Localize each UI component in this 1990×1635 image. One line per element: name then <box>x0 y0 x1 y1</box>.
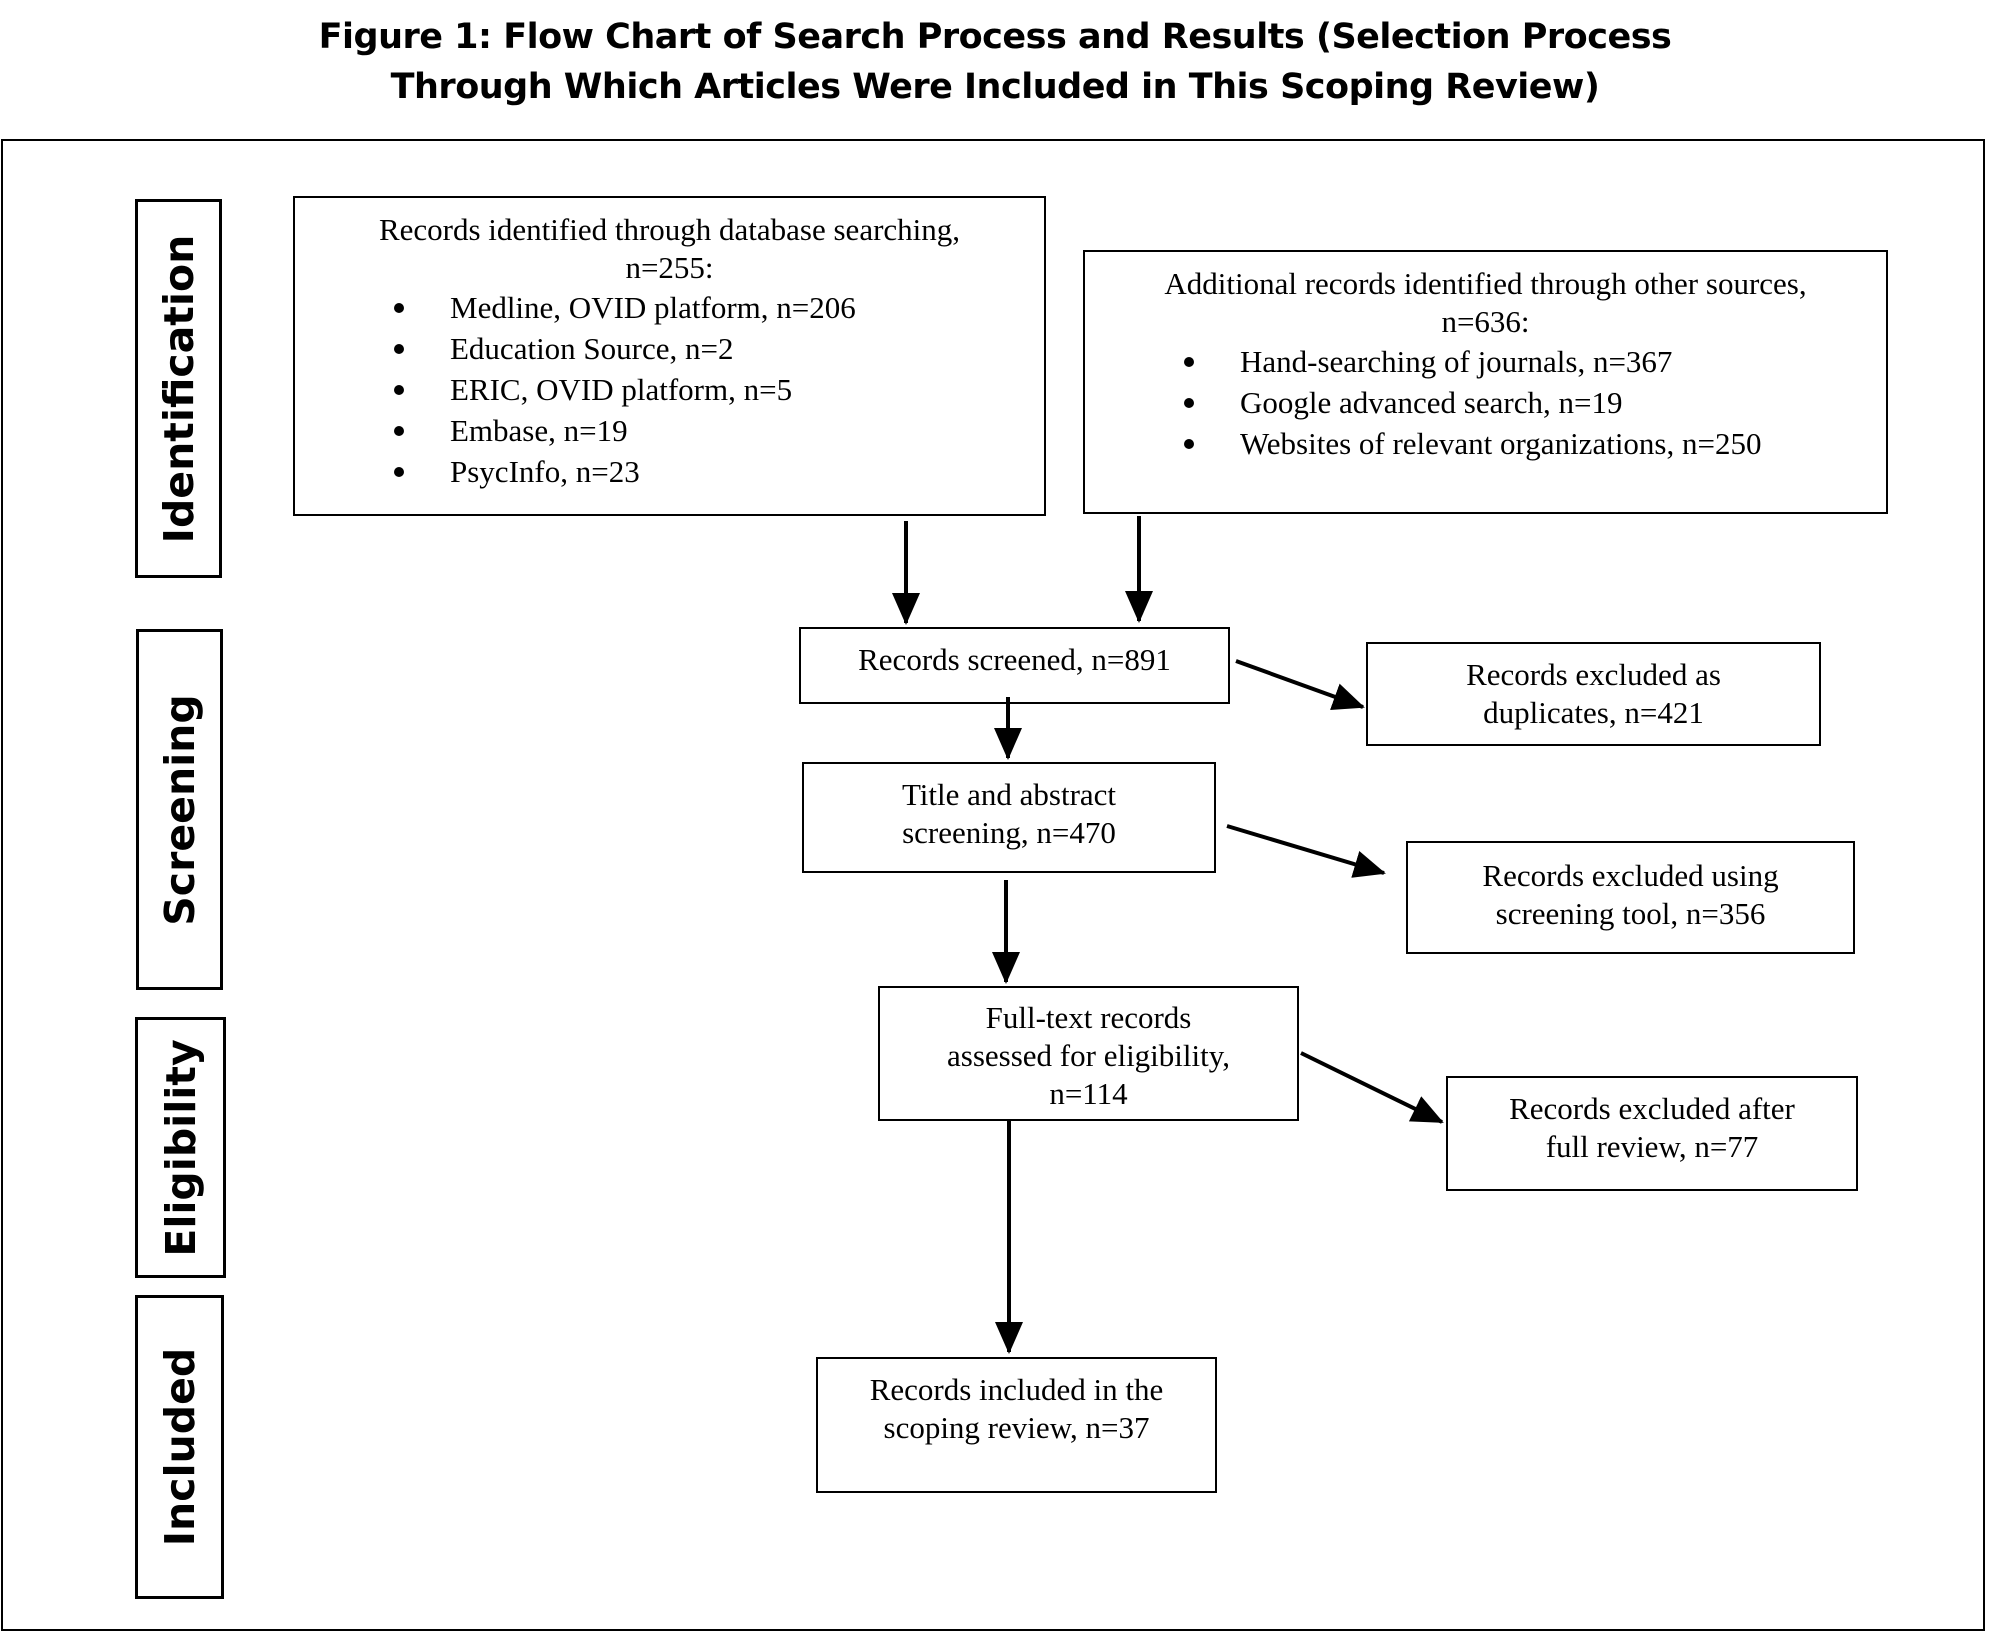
other-sources-line-2: n=636: <box>1441 304 1530 339</box>
full-text-line-1: Full-text records <box>985 1000 1192 1035</box>
database-box-line-1: Records identified through database sear… <box>378 212 961 247</box>
records-included-box: Records included in the scoping review, … <box>816 1357 1217 1493</box>
records-screened-text: Records screened, n=891 <box>858 642 1171 677</box>
excluded-duplicates-line-2: duplicates, n=421 <box>1483 695 1704 730</box>
records-included-line-1: Records included in the <box>869 1372 1164 1407</box>
stage-identification: Identification <box>135 199 222 578</box>
full-text-box: Full-text records assessed for eligibili… <box>878 986 1299 1121</box>
other-sources-list: Hand-searching of journals, n=367 Google… <box>1184 341 1886 464</box>
bullet-icon <box>394 344 404 354</box>
figure-title-line-2: Through Which Articles Were Included in … <box>390 67 1600 107</box>
excluded-duplicates-box: Records excluded as duplicates, n=421 <box>1366 642 1821 746</box>
database-search-box: Records identified through database sear… <box>293 196 1046 516</box>
excluded-full-review-box: Records excluded after full review, n=77 <box>1446 1076 1858 1191</box>
diagram-frame <box>1 139 1985 1631</box>
excluded-tool-box: Records excluded using screening tool, n… <box>1406 841 1855 954</box>
bullet-icon <box>394 303 404 313</box>
other-sources-box: Additional records identified through ot… <box>1083 250 1888 514</box>
database-list-item: PsycInfo, n=23 <box>394 451 1044 492</box>
title-abstract-line-2: screening, n=470 <box>902 815 1116 850</box>
bullet-icon <box>394 467 404 477</box>
full-text-line-3: n=114 <box>1049 1076 1128 1111</box>
bullet-icon <box>394 385 404 395</box>
excluded-full-review-line-1: Records excluded after <box>1509 1091 1795 1126</box>
bullet-icon <box>1184 357 1194 367</box>
figure-title: Figure 1: Flow Chart of Search Process a… <box>0 12 1990 112</box>
bullet-icon <box>1184 398 1194 408</box>
database-list-item: Embase, n=19 <box>394 410 1044 451</box>
stage-screening: Screening <box>136 629 223 990</box>
title-abstract-line-1: Title and abstract <box>901 777 1117 812</box>
bullet-icon <box>394 426 404 436</box>
other-sources-line-1: Additional records identified through ot… <box>1164 266 1807 301</box>
full-text-line-2: assessed for eligibility, <box>947 1038 1230 1073</box>
stage-eligibility: Eligibility <box>135 1017 226 1278</box>
database-list-item: Medline, OVID platform, n=206 <box>394 287 1044 328</box>
other-sources-list-item: Websites of relevant organizations, n=25… <box>1184 423 1886 464</box>
other-sources-list-item: Hand-searching of journals, n=367 <box>1184 341 1886 382</box>
database-list-item: ERIC, OVID platform, n=5 <box>394 369 1044 410</box>
other-sources-list-item: Google advanced search, n=19 <box>1184 382 1886 423</box>
excluded-full-review-line-2: full review, n=77 <box>1545 1129 1759 1164</box>
arrow-full-text-to-excluded <box>1300 1051 1444 1124</box>
excluded-tool-line-1: Records excluded using <box>1482 858 1779 893</box>
stage-included: Included <box>135 1295 224 1599</box>
database-list-item: Education Source, n=2 <box>394 328 1044 369</box>
records-included-line-2: scoping review, n=37 <box>883 1410 1150 1445</box>
excluded-tool-line-2: screening tool, n=356 <box>1495 896 1766 931</box>
database-box-line-2: n=255: <box>625 250 714 285</box>
database-list: Medline, OVID platform, n=206 Education … <box>394 287 1044 492</box>
arrow-screened-to-duplicates <box>1235 659 1365 710</box>
arrow-title-abstract-to-excluded-tool <box>1226 824 1386 878</box>
bullet-icon <box>1184 439 1194 449</box>
figure-title-line-1: Figure 1: Flow Chart of Search Process a… <box>318 17 1672 57</box>
excluded-duplicates-line-1: Records excluded as <box>1466 657 1721 692</box>
title-abstract-box: Title and abstract screening, n=470 <box>802 762 1216 873</box>
records-screened-box: Records screened, n=891 <box>799 627 1230 704</box>
